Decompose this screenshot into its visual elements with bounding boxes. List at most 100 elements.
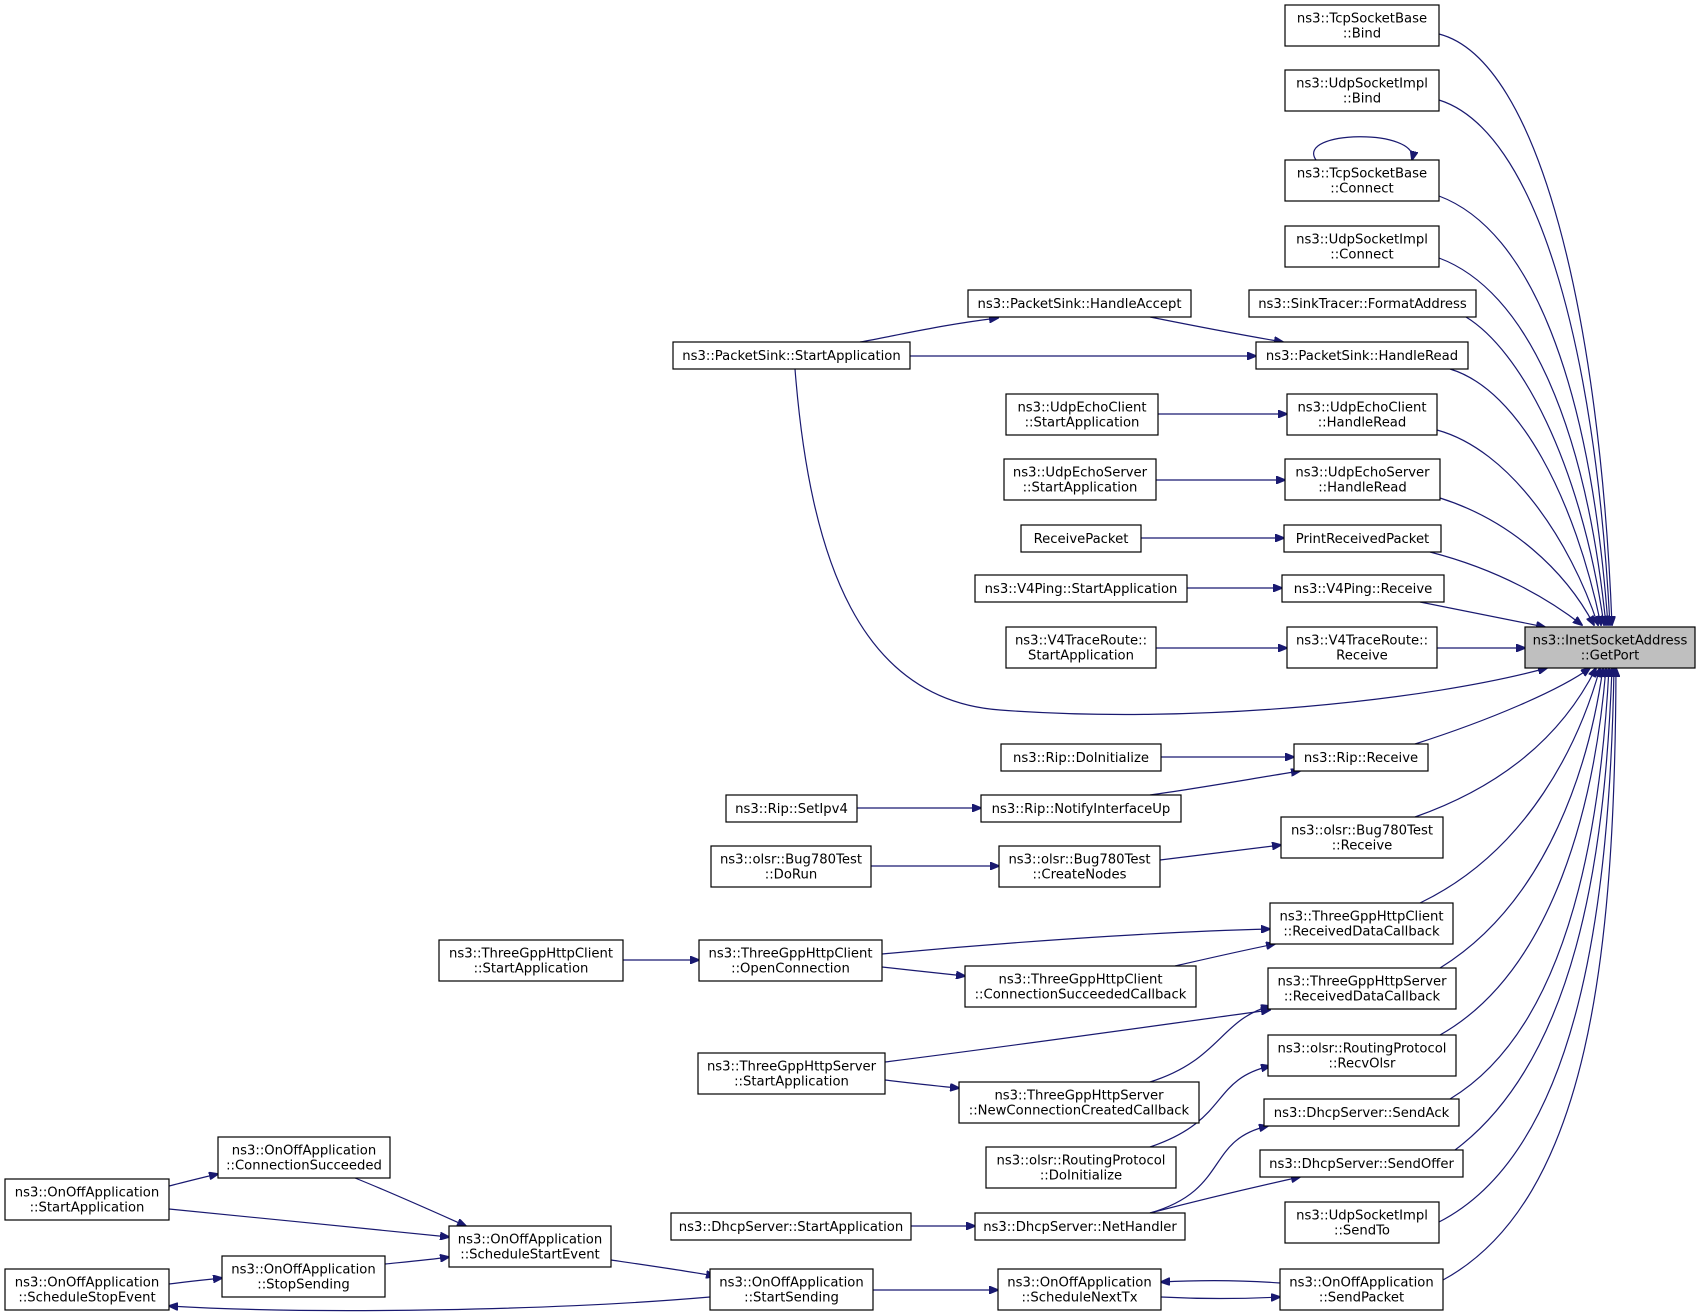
node-label-line: ns3::DhcpServer::NetHandler xyxy=(983,1220,1177,1235)
edge-oo_sendpkt-to-root xyxy=(1442,668,1616,1281)
node-hc-start[interactable]: ns3::ThreeGppHttpClient::StartApplicatio… xyxy=(438,939,624,982)
node-dhcp-ack[interactable]: ns3::DhcpServer::SendAck xyxy=(1263,1098,1460,1127)
node-box xyxy=(709,1268,874,1311)
node-hc-connsucc[interactable]: ns3::ThreeGppHttpClient::ConnectionSucce… xyxy=(964,965,1197,1008)
node-label-line: ns3::ThreeGppHttpClient xyxy=(998,973,1162,988)
node-oo-sched-stop[interactable]: ns3::OnOffApplication::ScheduleStopEvent xyxy=(4,1268,170,1311)
node-label-line: ::Bind xyxy=(1343,92,1381,107)
node-label-line: ns3::UdpEchoClient xyxy=(1297,401,1426,416)
node-rip-recv[interactable]: ns3::Rip::Receive xyxy=(1293,743,1429,772)
node-dhcp-start[interactable]: ns3::DhcpServer::StartApplication xyxy=(670,1212,912,1241)
edge-olsr_init-to-olsr_recv xyxy=(1149,1066,1270,1148)
node-dhcp-offer[interactable]: ns3::DhcpServer::SendOffer xyxy=(1259,1149,1464,1178)
node-label-line: ::ConnectionSucceeded xyxy=(226,1159,382,1174)
node-ues-read[interactable]: ns3::UdpEchoServer::HandleRead xyxy=(1284,458,1441,501)
node-box xyxy=(4,1268,170,1311)
node-label-line: ns3::DhcpServer::SendOffer xyxy=(1269,1157,1454,1172)
node-udp-connect[interactable]: ns3::UdpSocketImpl::Connect xyxy=(1284,225,1440,268)
node-label-line: ::HandleRead xyxy=(1318,481,1407,496)
edge-rip_recv-to-root xyxy=(1414,668,1590,745)
node-label-line: ::StartApplication xyxy=(1025,416,1140,431)
node-bug-create[interactable]: ns3::olsr::Bug780Test::CreateNodes xyxy=(998,845,1161,888)
node-label-line: ::StartApplication xyxy=(474,962,589,977)
node-box xyxy=(1259,1149,1464,1178)
node-label-line: ns3::OnOffApplication xyxy=(1007,1276,1151,1291)
node-label-line: ::ScheduleNextTx xyxy=(1021,1291,1137,1306)
node-box xyxy=(985,1146,1177,1189)
node-box xyxy=(1524,626,1696,669)
node-sink-format[interactable]: ns3::SinkTracer::FormatAddress xyxy=(1248,289,1477,318)
node-label-line: ns3::UdpEchoServer xyxy=(1295,466,1430,481)
node-tcp-connect[interactable]: ns3::TcpSocketBase::Connect xyxy=(1284,159,1440,202)
edge-uec_read-to-root xyxy=(1436,429,1598,625)
edge-rip_notify-to-rip_recv xyxy=(1149,771,1300,796)
node-hs-start[interactable]: ns3::ThreeGppHttpServer::StartApplicatio… xyxy=(697,1052,886,1095)
node-v4ping-recv[interactable]: ns3::V4Ping::Receive xyxy=(1281,574,1445,603)
node-rip-setipv4[interactable]: ns3::Rip::SetIpv4 xyxy=(725,794,858,823)
node-label-line: ns3::olsr::RoutingProtocol xyxy=(1278,1042,1447,1057)
node-uec-start[interactable]: ns3::UdpEchoClient::StartApplication xyxy=(1005,393,1159,436)
node-hs-recvdata[interactable]: ns3::ThreeGppHttpServer::ReceivedDataCal… xyxy=(1267,967,1457,1010)
node-label-line: ns3::UdpSocketImpl xyxy=(1296,77,1428,92)
node-hs-newconn[interactable]: ns3::ThreeGppHttpServer::NewConnectionCr… xyxy=(958,1081,1200,1124)
node-v4tr-recv[interactable]: ns3::V4TraceRoute::Receive xyxy=(1286,626,1438,669)
node-olsr-init[interactable]: ns3::olsr::RoutingProtocol::DoInitialize xyxy=(985,1146,1177,1189)
node-v4ping-start[interactable]: ns3::V4Ping::StartApplication xyxy=(974,574,1188,603)
edge-hc_open-to-hc_connsucc xyxy=(881,966,965,976)
node-label-line: PrintReceivedPacket xyxy=(1296,532,1429,547)
edge-oo_sched_start-to-oo_startsend xyxy=(610,1259,715,1276)
node-rip-notify[interactable]: ns3::Rip::NotifyInterfaceUp xyxy=(980,794,1182,823)
node-label-line: ns3::TcpSocketBase xyxy=(1297,167,1427,182)
node-ps-handleaccept[interactable]: ns3::PacketSink::HandleAccept xyxy=(967,289,1192,318)
node-label-line: ns3::UdpEchoServer xyxy=(1013,466,1148,481)
edge-hc_open-to-hc_recvdata xyxy=(881,929,1270,955)
node-label-line: ::Connect xyxy=(1330,248,1393,263)
node-bug-recv[interactable]: ns3::olsr::Bug780Test::Receive xyxy=(1280,816,1444,859)
node-label-line: ns3::TcpSocketBase xyxy=(1297,12,1427,27)
node-oo-sendpkt[interactable]: ns3::OnOffApplication::SendPacket xyxy=(1279,1268,1444,1311)
node-label-line: ns3::olsr::Bug780Test xyxy=(1291,824,1433,839)
node-oo-connsucc[interactable]: ns3::OnOffApplication::ConnectionSucceed… xyxy=(217,1136,391,1179)
node-root[interactable]: ns3::InetSocketAddress::GetPort xyxy=(1524,626,1696,669)
node-box xyxy=(1284,4,1440,47)
node-label-line: ns3::olsr::Bug780Test xyxy=(720,853,862,868)
node-box xyxy=(974,574,1188,603)
edge-udp_sendto-to-root xyxy=(1438,668,1614,1223)
node-oo-startsend[interactable]: ns3::OnOffApplication::StartSending xyxy=(709,1268,874,1311)
node-ps-handleread[interactable]: ns3::PacketSink::HandleRead xyxy=(1255,341,1469,370)
node-oo-sched-start[interactable]: ns3::OnOffApplication::ScheduleStartEven… xyxy=(448,1225,612,1268)
node-label-line: ::ReceivedDataCallback xyxy=(1284,990,1441,1005)
node-udp-bind[interactable]: ns3::UdpSocketImpl::Bind xyxy=(1284,69,1440,112)
node-box xyxy=(710,845,872,888)
edge-dhcp_net-to-dhcp_ack xyxy=(1149,1126,1268,1214)
node-v4tr-start[interactable]: ns3::V4TraceRoute::StartApplication xyxy=(1005,626,1157,669)
node-hc-recvdata[interactable]: ns3::ThreeGppHttpClient::ReceivedDataCal… xyxy=(1269,902,1454,945)
node-label-line: ns3::Rip::Receive xyxy=(1304,751,1418,766)
node-oo-start[interactable]: ns3::OnOffApplication::StartApplication xyxy=(4,1178,170,1221)
node-olsr-recv[interactable]: ns3::olsr::RoutingProtocol::RecvOlsr xyxy=(1267,1034,1457,1077)
node-label-line: ::HandleRead xyxy=(1318,416,1407,431)
node-udp-sendto[interactable]: ns3::UdpSocketImpl::SendTo xyxy=(1284,1201,1440,1244)
node-dhcp-net[interactable]: ns3::DhcpServer::NetHandler xyxy=(974,1212,1186,1241)
node-box xyxy=(1000,743,1162,772)
node-printrecv[interactable]: PrintReceivedPacket xyxy=(1283,524,1442,553)
node-ps-start[interactable]: ns3::PacketSink::StartApplication xyxy=(672,341,911,370)
node-box xyxy=(1284,1201,1440,1244)
node-oo-stopsend[interactable]: ns3::OnOffApplication::StopSending xyxy=(221,1255,386,1298)
node-uec-read[interactable]: ns3::UdpEchoClient::HandleRead xyxy=(1286,393,1438,436)
edge-ues_read-to-root xyxy=(1439,497,1594,625)
node-rip-init[interactable]: ns3::Rip::DoInitialize xyxy=(1000,743,1162,772)
edge-oo_startsend-to-oo_sched_stop xyxy=(169,1296,711,1312)
edge-udp_connect-to-root xyxy=(1438,257,1606,625)
node-hc-open[interactable]: ns3::ThreeGppHttpClient::OpenConnection xyxy=(698,939,883,982)
node-recvpkt[interactable]: ReceivePacket xyxy=(1020,524,1142,553)
node-box xyxy=(1005,626,1157,669)
node-tcp-bind[interactable]: ns3::TcpSocketBase::Bind xyxy=(1284,4,1440,47)
edge-oo_stopsend-to-oo_sched_start xyxy=(384,1257,449,1265)
node-label-line: ::StartApplication xyxy=(30,1201,145,1216)
node-bug-dorun[interactable]: ns3::olsr::Bug780Test::DoRun xyxy=(710,845,872,888)
node-oo-nexttx[interactable]: ns3::OnOffApplication::ScheduleNextTx xyxy=(997,1268,1162,1311)
node-label-line: ns3::V4Ping::Receive xyxy=(1294,582,1433,597)
node-ues-start[interactable]: ns3::UdpEchoServer::StartApplication xyxy=(1003,458,1157,501)
